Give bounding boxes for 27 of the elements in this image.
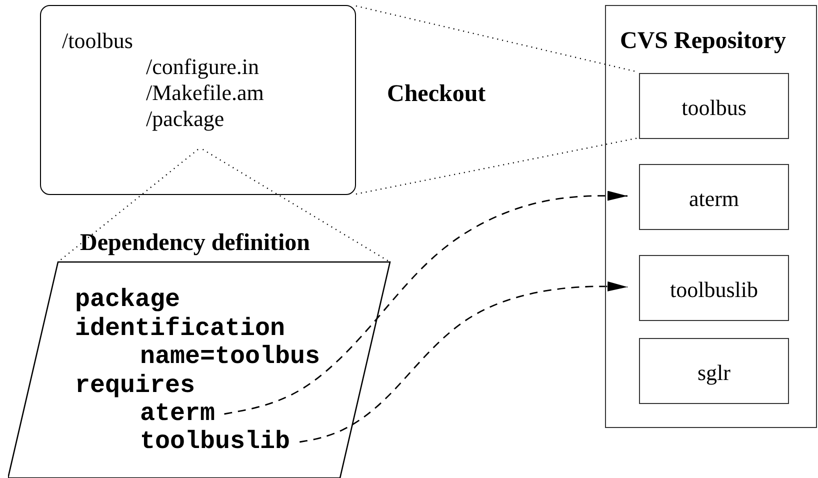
module-name: sglr <box>696 360 732 386</box>
panel-title: CVS Repository <box>620 28 786 54</box>
repository-panel <box>605 5 817 428</box>
panel-heading: Dependency definition <box>80 230 310 256</box>
dependency-arrow <box>224 190 628 415</box>
code-line: aterm <box>140 400 216 428</box>
path-text: /toolbus <box>62 28 133 54</box>
projection-line <box>202 148 390 263</box>
code-line: requires <box>75 372 196 400</box>
code-line: package <box>75 286 180 314</box>
code-line: name=toolbus <box>140 343 320 371</box>
module-box <box>639 338 789 404</box>
path-text: /configure.in <box>146 54 260 80</box>
path-text: /Makefile.am <box>146 80 264 106</box>
node-label: Checkout <box>387 81 486 107</box>
module-name: aterm <box>688 186 740 212</box>
code-line: identification <box>75 315 286 343</box>
module-box <box>639 164 789 230</box>
code-line: toolbuslib <box>140 428 290 456</box>
projection-line <box>356 137 638 195</box>
dependency-arrow <box>299 281 628 443</box>
projection-line <box>58 148 198 262</box>
module-box <box>639 73 789 139</box>
module-name: toolbus <box>680 95 748 121</box>
path-text: /package <box>146 106 224 132</box>
module-name: toolbuslib <box>668 277 759 303</box>
module-box <box>639 255 789 321</box>
